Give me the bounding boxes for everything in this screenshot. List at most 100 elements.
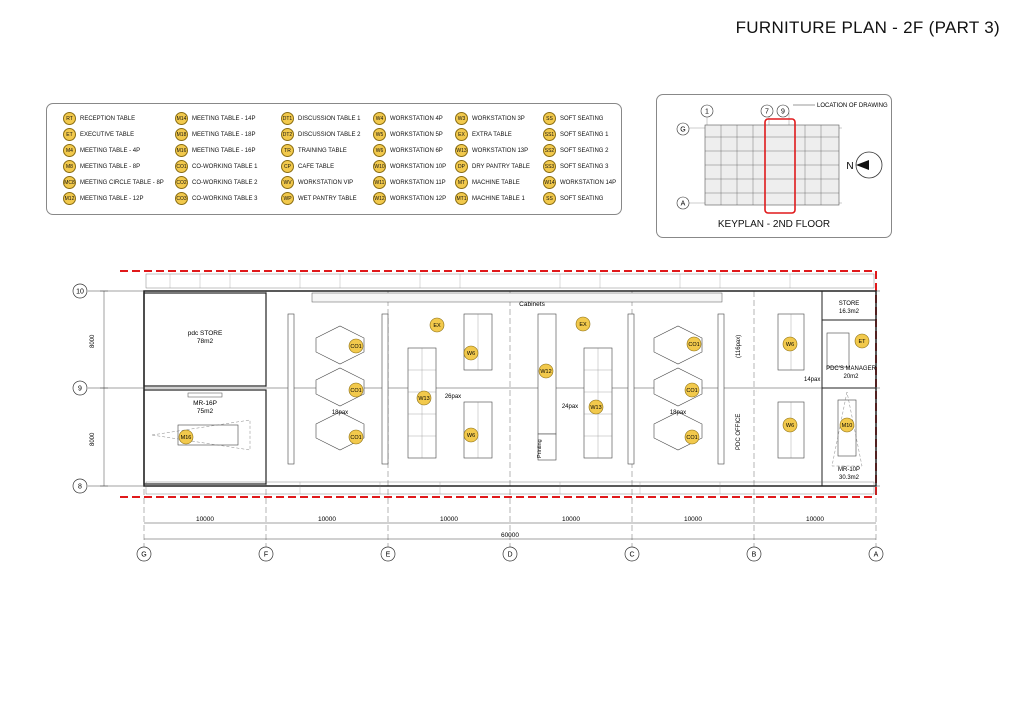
- legend-label: MEETING TABLE - 14P: [192, 115, 256, 122]
- legend-label: MEETING TABLE - 4P: [80, 147, 141, 154]
- grid-bubble: [624, 546, 640, 562]
- keyplan-grid-bubble: [700, 104, 714, 118]
- legend-code-badge: MT1: [455, 192, 468, 205]
- mr16-room: [143, 389, 267, 485]
- column-dimension: 10000: [196, 516, 214, 523]
- legend-code-badge: SS: [543, 192, 556, 205]
- furniture-tag-label: M10: [842, 423, 853, 429]
- pdc-office-label: PDC OFFICE: [736, 414, 742, 450]
- legend-item: W4 WORKSTATION 4P: [373, 112, 443, 125]
- legend-code-badge: SS3: [543, 160, 556, 173]
- pax-label: 18pax: [332, 410, 348, 416]
- room-area: 16.3m2: [839, 309, 860, 315]
- legend-label: WORKSTATION 3P: [472, 115, 525, 122]
- furniture-tag: [854, 333, 870, 349]
- grid-row-label: 9: [78, 386, 82, 393]
- legend-label: WORKSTATION 4P: [390, 115, 443, 122]
- legend-label: DISCUSSION TABLE 2: [298, 131, 361, 138]
- legend-code-badge: M18: [175, 128, 188, 141]
- furniture-tag-label: W6: [786, 423, 794, 429]
- legend-label: WORKSTATION 14P: [560, 179, 617, 186]
- legend-item: MT1 MACHINE TABLE 1: [455, 192, 525, 205]
- furniture-tag: [686, 336, 702, 352]
- keyplan-grid-bubble: [776, 104, 790, 118]
- legend-label: SOFT SEATING 3: [560, 163, 609, 170]
- room-label: PDC'S MANAGER: [826, 366, 876, 372]
- legend-label: CO-WORKING TABLE 1: [192, 163, 258, 170]
- furniture-tag-label: W6: [786, 342, 794, 348]
- grid-col-label: F: [264, 552, 268, 559]
- furniture-tag: [348, 382, 364, 398]
- furniture-tag: [684, 429, 700, 445]
- legend-label: WORKSTATION 6P: [390, 147, 443, 154]
- room-label: MR-10P: [838, 467, 860, 473]
- keyplan-grid-bubble: [676, 122, 690, 136]
- furniture-tag-label: EX: [433, 323, 441, 329]
- row-dimension: 8000: [90, 432, 96, 446]
- legend-code-badge: WP: [281, 192, 294, 205]
- legend-label: EXTRA TABLE: [472, 131, 512, 138]
- room-area: 20m2: [843, 374, 859, 380]
- legend-code-badge: MT: [455, 176, 468, 189]
- keyplan-grid-label: 7: [765, 109, 769, 116]
- furniture-tag: [348, 338, 364, 354]
- legend-label: CO-WORKING TABLE 3: [192, 195, 258, 202]
- room-area: 78m2: [197, 338, 214, 345]
- keyplan-grid-label: G: [680, 127, 685, 134]
- legend-code-badge: M8: [63, 160, 76, 173]
- pax-label: 18pax: [670, 410, 686, 416]
- grid-col-label: B: [752, 552, 757, 559]
- keyplan-drawing: 1 7 9 G A LOCATION OF DRAWING N: [676, 103, 888, 214]
- legend-label: MACHINE TABLE 1: [472, 195, 525, 202]
- grid-bubble: [72, 283, 88, 299]
- legend-code-badge: W6: [373, 144, 386, 157]
- cabinets-label: Cabinets: [519, 301, 545, 308]
- room-label: MR-16P: [193, 400, 217, 407]
- legend-label: MEETING TABLE - 12P: [80, 195, 144, 202]
- pax-label: 26pax: [445, 394, 461, 400]
- furniture-tag: [463, 427, 479, 443]
- legend-code-badge: W11: [373, 176, 386, 189]
- furniture-tag: [429, 317, 445, 333]
- grid-bubble: [258, 546, 274, 562]
- legend-code-badge: W4: [373, 112, 386, 125]
- legend-label: WORKSTATION 5P: [390, 131, 443, 138]
- column-dimension: 10000: [318, 516, 336, 523]
- room-label: pdc STORE: [188, 330, 223, 337]
- legend-item: W6 WORKSTATION 6P: [373, 144, 443, 157]
- keyplan-grid-bubble: [760, 104, 774, 118]
- legend-label: WORKSTATION 13P: [472, 147, 529, 154]
- furniture-tag: [538, 363, 554, 379]
- legend-code-badge: TR: [281, 144, 294, 157]
- keyplan-grid-label: 9: [781, 109, 785, 116]
- column-dimension: 10000: [440, 516, 458, 523]
- furniture-tag-label: M16: [181, 435, 192, 441]
- legend-item: SS3 SOFT SEATING 3: [543, 160, 608, 173]
- legend-label: DISCUSSION TABLE 1: [298, 115, 361, 122]
- sheet-title: FURNITURE PLAN - 2F (PART 3): [735, 18, 1000, 37]
- grid-bubble: [502, 546, 518, 562]
- legend-code-badge: CO3: [175, 192, 188, 205]
- legend-label: RECEPTION TABLE: [80, 115, 136, 122]
- legend-label: MEETING TABLE - 18P: [192, 131, 256, 138]
- grid-bubble: [72, 478, 88, 494]
- legend-code-badge: W10: [373, 160, 386, 173]
